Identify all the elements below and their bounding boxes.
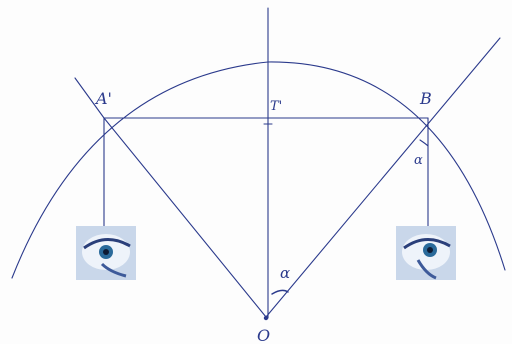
eyelid [403,238,451,250]
left-eye-image [76,226,136,280]
label-center-o: O [257,326,270,344]
line-a-extension [74,77,105,119]
angle-arc-o [271,289,289,295]
label-point-t: T' [270,99,282,114]
angle-arc-b [419,139,429,147]
label-point-b: B [419,89,432,108]
right-eye-image [396,226,456,280]
center-point [263,315,269,321]
label-angle-o: α [280,264,290,282]
segment-o-b [265,37,501,318]
pupil-icon [103,249,109,255]
cheek-shadow [416,259,437,280]
segment-o-a [103,117,267,318]
cheek-shadow [100,262,127,278]
eyelid [83,238,131,250]
pupil-icon [427,247,433,253]
label-point-a: A' [94,89,112,108]
label-angle-b: α [414,153,423,168]
